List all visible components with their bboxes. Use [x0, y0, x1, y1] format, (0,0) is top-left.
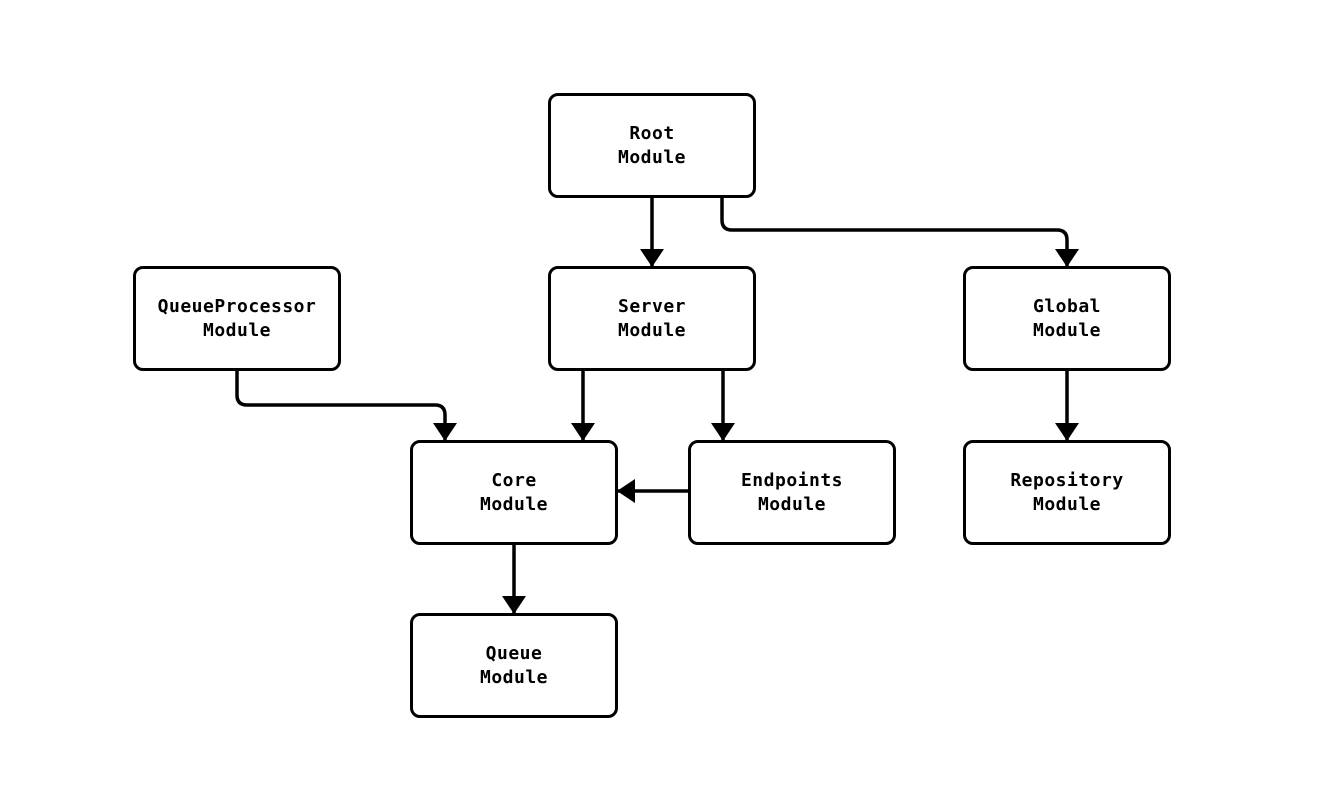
node-global-module-label: Global Module	[1032, 296, 1102, 341]
node-repository-module: Repository Module	[963, 440, 1171, 545]
node-queue-module-label: Queue Module	[479, 643, 549, 688]
node-endpoints-module-label: Endpoints Module	[740, 470, 844, 515]
node-core-module-label: Core Module	[479, 470, 549, 515]
node-root-module-label: Root Module	[617, 123, 687, 168]
node-queueprocessor-module: QueueProcessor Module	[133, 266, 341, 371]
edge-queueprocessor-to-core	[235, 371, 457, 441]
node-queueprocessor-module-label: QueueProcessor Module	[157, 296, 317, 341]
node-global-module: Global Module	[963, 266, 1171, 371]
node-server-module-label: Server Module	[617, 296, 687, 341]
node-endpoints-module: Endpoints Module	[688, 440, 896, 545]
edge-root-to-global	[720, 198, 1079, 267]
node-repository-module-label: Repository Module	[1010, 470, 1124, 515]
node-core-module: Core Module	[410, 440, 618, 545]
node-queue-module: Queue Module	[410, 613, 618, 718]
node-root-module: Root Module	[548, 93, 756, 198]
node-server-module: Server Module	[548, 266, 756, 371]
